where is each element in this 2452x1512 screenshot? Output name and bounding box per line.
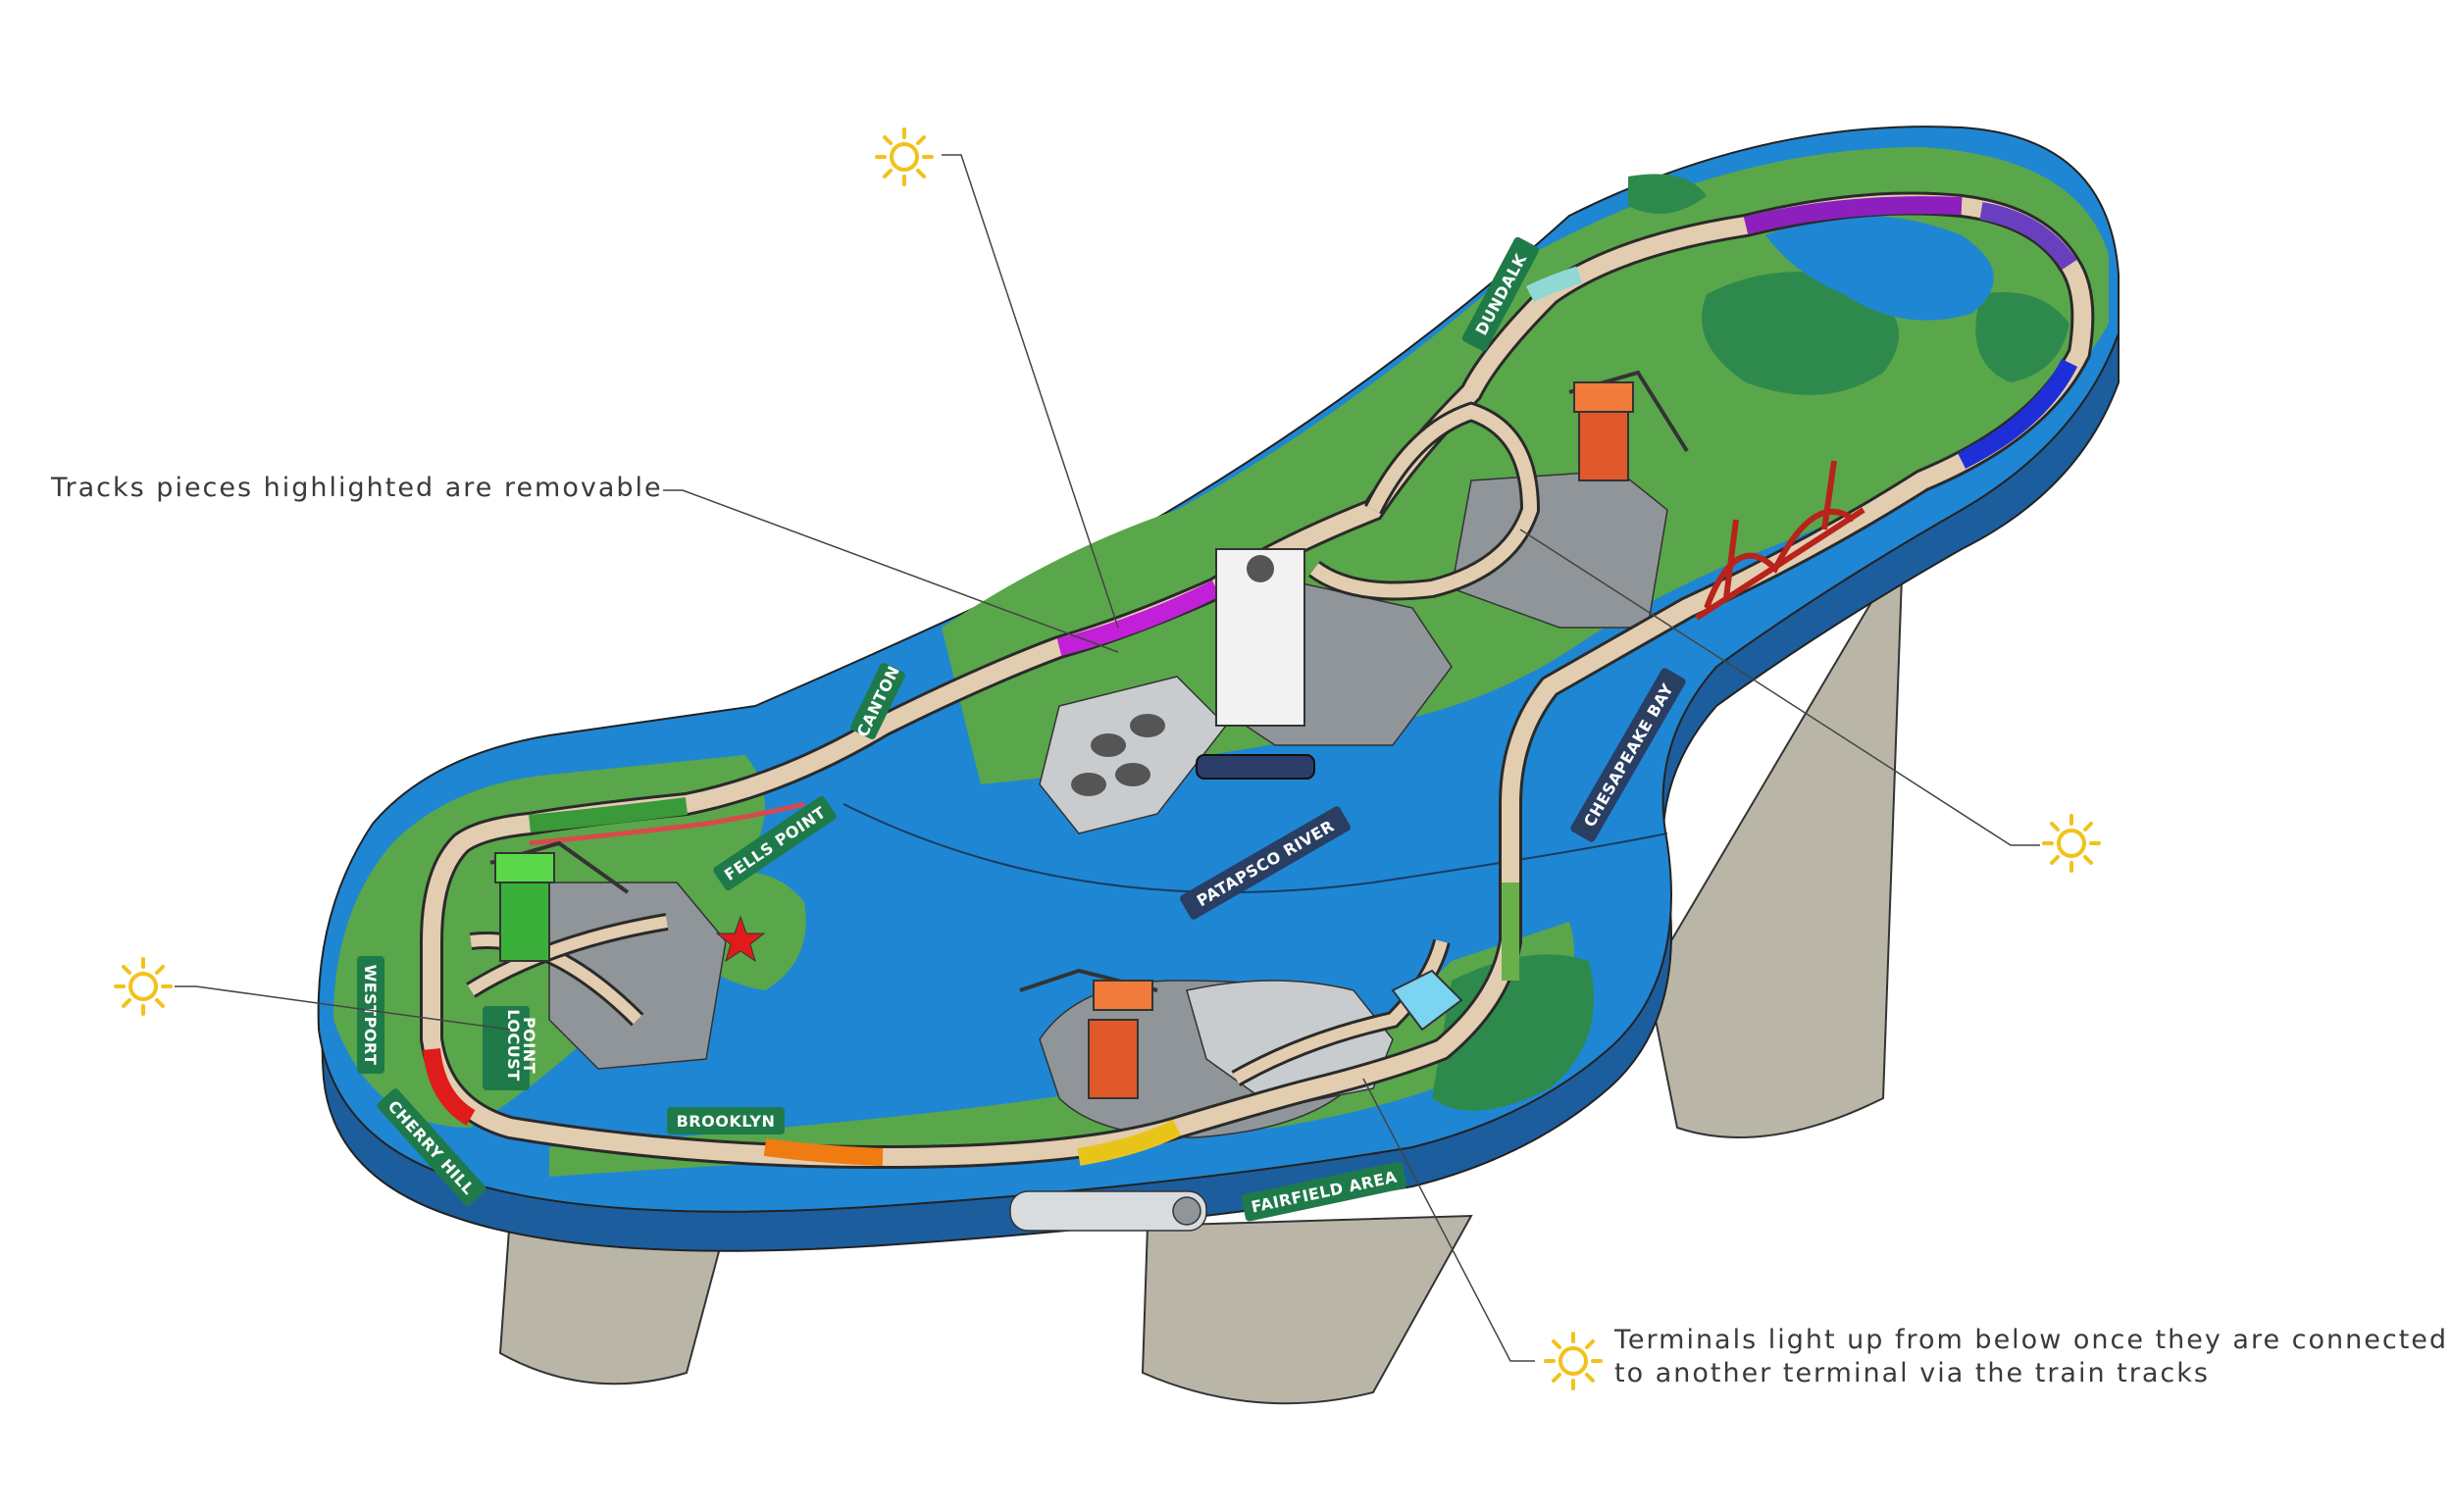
sun-icon bbox=[875, 127, 934, 186]
svg-text:BROOKLYN: BROOKLYN bbox=[677, 1112, 776, 1131]
land-north-dark-1 bbox=[1702, 272, 1899, 395]
fells-seating-area bbox=[1071, 714, 1165, 796]
removable-piece-orange bbox=[763, 1138, 884, 1166]
svg-text:WESTPORT: WESTPORT bbox=[361, 965, 380, 1066]
track-inner-siding-wood bbox=[1309, 404, 1538, 598]
sun-icon bbox=[2042, 814, 2101, 873]
shipping-channel-line bbox=[843, 803, 1668, 893]
removable-piece-violet bbox=[1979, 202, 2077, 271]
sun-icon bbox=[114, 957, 173, 1016]
land-southeast bbox=[1432, 954, 1594, 1111]
land-north-dark-3 bbox=[1628, 174, 1707, 214]
boat bbox=[1196, 754, 1315, 780]
fairfield-building bbox=[1391, 969, 1463, 1032]
water-inlet-north bbox=[1765, 216, 1994, 321]
crane-locust bbox=[489, 840, 630, 962]
removable-track-pieces bbox=[423, 196, 2078, 1166]
table-leg-center bbox=[1141, 1214, 1473, 1405]
removable-piece-blue bbox=[1957, 358, 2078, 470]
removable-piece-cyan bbox=[1525, 266, 1582, 303]
land-south bbox=[549, 922, 1574, 1177]
label-locust-point: LOCUST POINT bbox=[483, 1006, 538, 1090]
svg-text:LOCUST: LOCUST bbox=[504, 1009, 523, 1081]
removable-piece-purple bbox=[1743, 196, 1963, 234]
removable-piece-magenta bbox=[1056, 580, 1221, 656]
removable-piece-yellow bbox=[1077, 1119, 1182, 1166]
leader-terminals bbox=[1362, 1078, 1535, 1362]
label-westport: WESTPORT bbox=[357, 956, 384, 1074]
leader-sun-left bbox=[175, 985, 511, 1031]
crane-fairfield bbox=[1019, 968, 1158, 1099]
callout-terminals-line2: to another terminal via the train tracks bbox=[1614, 1358, 2210, 1388]
callout-removable-tracks: Tracks pieces highlighted are removable bbox=[51, 473, 663, 503]
land-north-dark-2 bbox=[1975, 292, 2069, 382]
callout-terminals: Terminals light up from below once they … bbox=[1614, 1324, 2448, 1390]
leader-sun-right bbox=[1519, 529, 2040, 846]
sun-icon bbox=[1544, 1332, 1603, 1390]
fairfield-control-panel bbox=[1009, 1190, 1207, 1232]
svg-text:POINT: POINT bbox=[520, 1017, 538, 1074]
bay-bridge bbox=[1695, 460, 1865, 621]
table-legs bbox=[498, 548, 1904, 1405]
removable-piece-green-west bbox=[529, 797, 689, 832]
track-locust-spur-2-wood bbox=[467, 916, 668, 996]
canton-gantry bbox=[1215, 548, 1305, 727]
table-leg-right bbox=[1646, 548, 1904, 1138]
label-brooklyn: BROOKLYN bbox=[667, 1107, 785, 1134]
leader-lines bbox=[175, 154, 2040, 1362]
table-leg-left bbox=[498, 1214, 728, 1386]
red-shoreline bbox=[529, 801, 805, 846]
crane-dundalk bbox=[1568, 370, 1689, 481]
leader-sun-top bbox=[942, 154, 1119, 629]
leader-removable bbox=[663, 489, 1119, 653]
callout-terminals-line1: Terminals light up from below once they … bbox=[1614, 1325, 2449, 1355]
removable-piece-red bbox=[423, 1047, 476, 1126]
track-fairfield-spur-wood bbox=[1233, 939, 1448, 1084]
fells-point-star bbox=[715, 915, 766, 963]
